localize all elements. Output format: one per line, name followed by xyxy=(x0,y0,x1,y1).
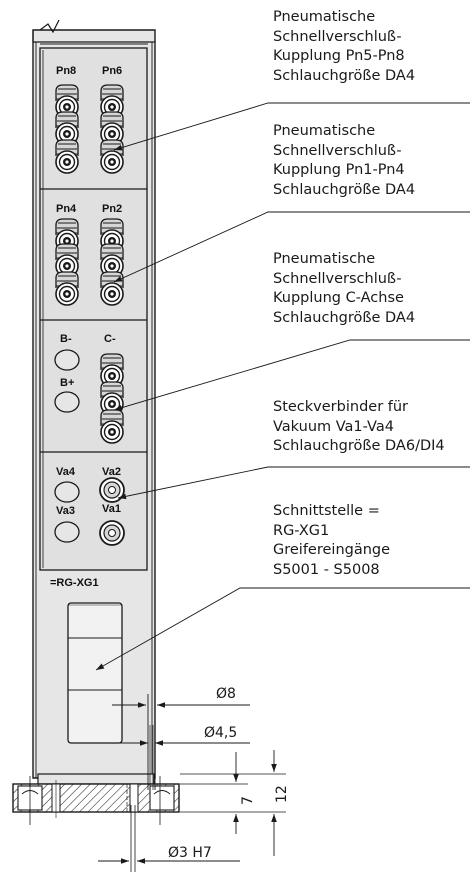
coupling-pn4-c xyxy=(55,271,79,306)
blank-port-va4 xyxy=(54,481,80,503)
blank-port-b-minus xyxy=(54,349,80,371)
interface-connector xyxy=(67,602,123,744)
port-label-va4: Va4 xyxy=(56,466,76,478)
callout-line: Schnellverschluß- xyxy=(273,142,402,159)
section-c-axis: B- C- B+ xyxy=(54,333,124,444)
coupling-pn2-c xyxy=(100,271,124,306)
callout-line: Pneumatische xyxy=(273,9,376,25)
vacuum-connector-va2 xyxy=(99,477,125,503)
dimension-d8: Ø8 xyxy=(216,686,236,702)
interface-label: =RG-XG1 xyxy=(50,577,99,589)
callout-line: Schlauchgröße DA4 xyxy=(273,309,416,326)
leader-pn5-pn8 xyxy=(113,102,470,151)
coupling-pn6-c xyxy=(100,139,124,174)
callout-interface: Schnittstelle = RG-XG1 Greifereingänge S… xyxy=(273,502,390,580)
leader-pn1-pn4 xyxy=(113,211,470,283)
callout-line: Kupplung Pn1-Pn4 xyxy=(273,162,405,178)
callout-line: Schnellverschluß- xyxy=(273,270,402,287)
port-label-pn8: Pn8 xyxy=(56,65,76,77)
base-plate xyxy=(12,773,180,825)
dimensions: Ø8 Ø4,5 Ø3 H7 7 12 xyxy=(98,686,290,872)
port-label-va1: Va1 xyxy=(102,503,121,515)
port-label-pn4: Pn4 xyxy=(56,203,77,215)
dimension-d45: Ø4,5 xyxy=(204,725,237,741)
callout-line: Pneumatische xyxy=(273,251,376,267)
dimension-d3: Ø3 H7 xyxy=(168,845,212,861)
port-label-va2: Va2 xyxy=(102,466,121,478)
callout-line: Schnellverschluß- xyxy=(273,28,402,45)
blank-port-va3 xyxy=(54,521,80,543)
callout-c-axis: Pneumatische Schnellverschluß- Kupplung … xyxy=(273,250,415,328)
leader-vacuum xyxy=(117,466,470,500)
callout-line: Greifereingänge xyxy=(273,542,391,558)
callout-line: Vakuum Va1-Va4 xyxy=(273,418,394,435)
section-pn5-pn8: Pn8 Pn6 xyxy=(55,65,124,174)
coupling-c-c xyxy=(100,409,124,444)
callout-line: Schnittstelle = xyxy=(273,503,380,519)
leader-lines xyxy=(95,102,470,671)
port-label-pn6: Pn6 xyxy=(102,65,122,77)
callout-pn5-pn8: Pneumatische Schnellverschluß- Kupplung … xyxy=(273,8,415,86)
port-label-b-plus: B+ xyxy=(60,377,74,389)
callout-line: Schlauchgröße DA6/DI4 xyxy=(273,438,445,454)
section-vacuum: Va4 Va2 Va3 Va1 xyxy=(54,466,125,546)
callout-line: Schlauchgröße DA4 xyxy=(273,67,416,84)
coupling-pn8-c xyxy=(55,139,79,174)
callout-line: Kupplung C-Achse xyxy=(273,290,404,306)
callout-pn1-pn4: Pneumatische Schnellverschluß- Kupplung … xyxy=(273,122,415,200)
callout-line: Pneumatische xyxy=(273,123,376,139)
bore-right xyxy=(149,785,175,811)
vacuum-connector-va1 xyxy=(99,520,125,546)
callout-line: Kupplung Pn5-Pn8 xyxy=(273,48,405,64)
callout-line: S5001 - S5008 xyxy=(273,561,380,578)
port-label-c-minus: C- xyxy=(104,333,116,345)
dimension-h7: 7 xyxy=(240,796,256,805)
callout-line: RG-XG1 xyxy=(273,522,330,539)
port-label-va3: Va3 xyxy=(56,505,75,517)
section-pn1-pn4: Pn4 Pn2 xyxy=(55,203,124,306)
callout-line: Schlauchgröße DA4 xyxy=(273,181,416,198)
bore-center-right xyxy=(126,783,139,813)
blank-port-b-plus xyxy=(54,391,80,413)
port-label-b-minus: B- xyxy=(60,333,72,345)
port-label-pn2: Pn2 xyxy=(102,203,122,215)
dimension-h12: 12 xyxy=(274,785,290,803)
leader-interface xyxy=(95,587,470,671)
callout-line: Steckverbinder für xyxy=(273,399,409,415)
leader-c-axis xyxy=(113,339,470,411)
callout-vacuum: Steckverbinder für Vakuum Va1-Va4 Schlau… xyxy=(273,398,445,457)
